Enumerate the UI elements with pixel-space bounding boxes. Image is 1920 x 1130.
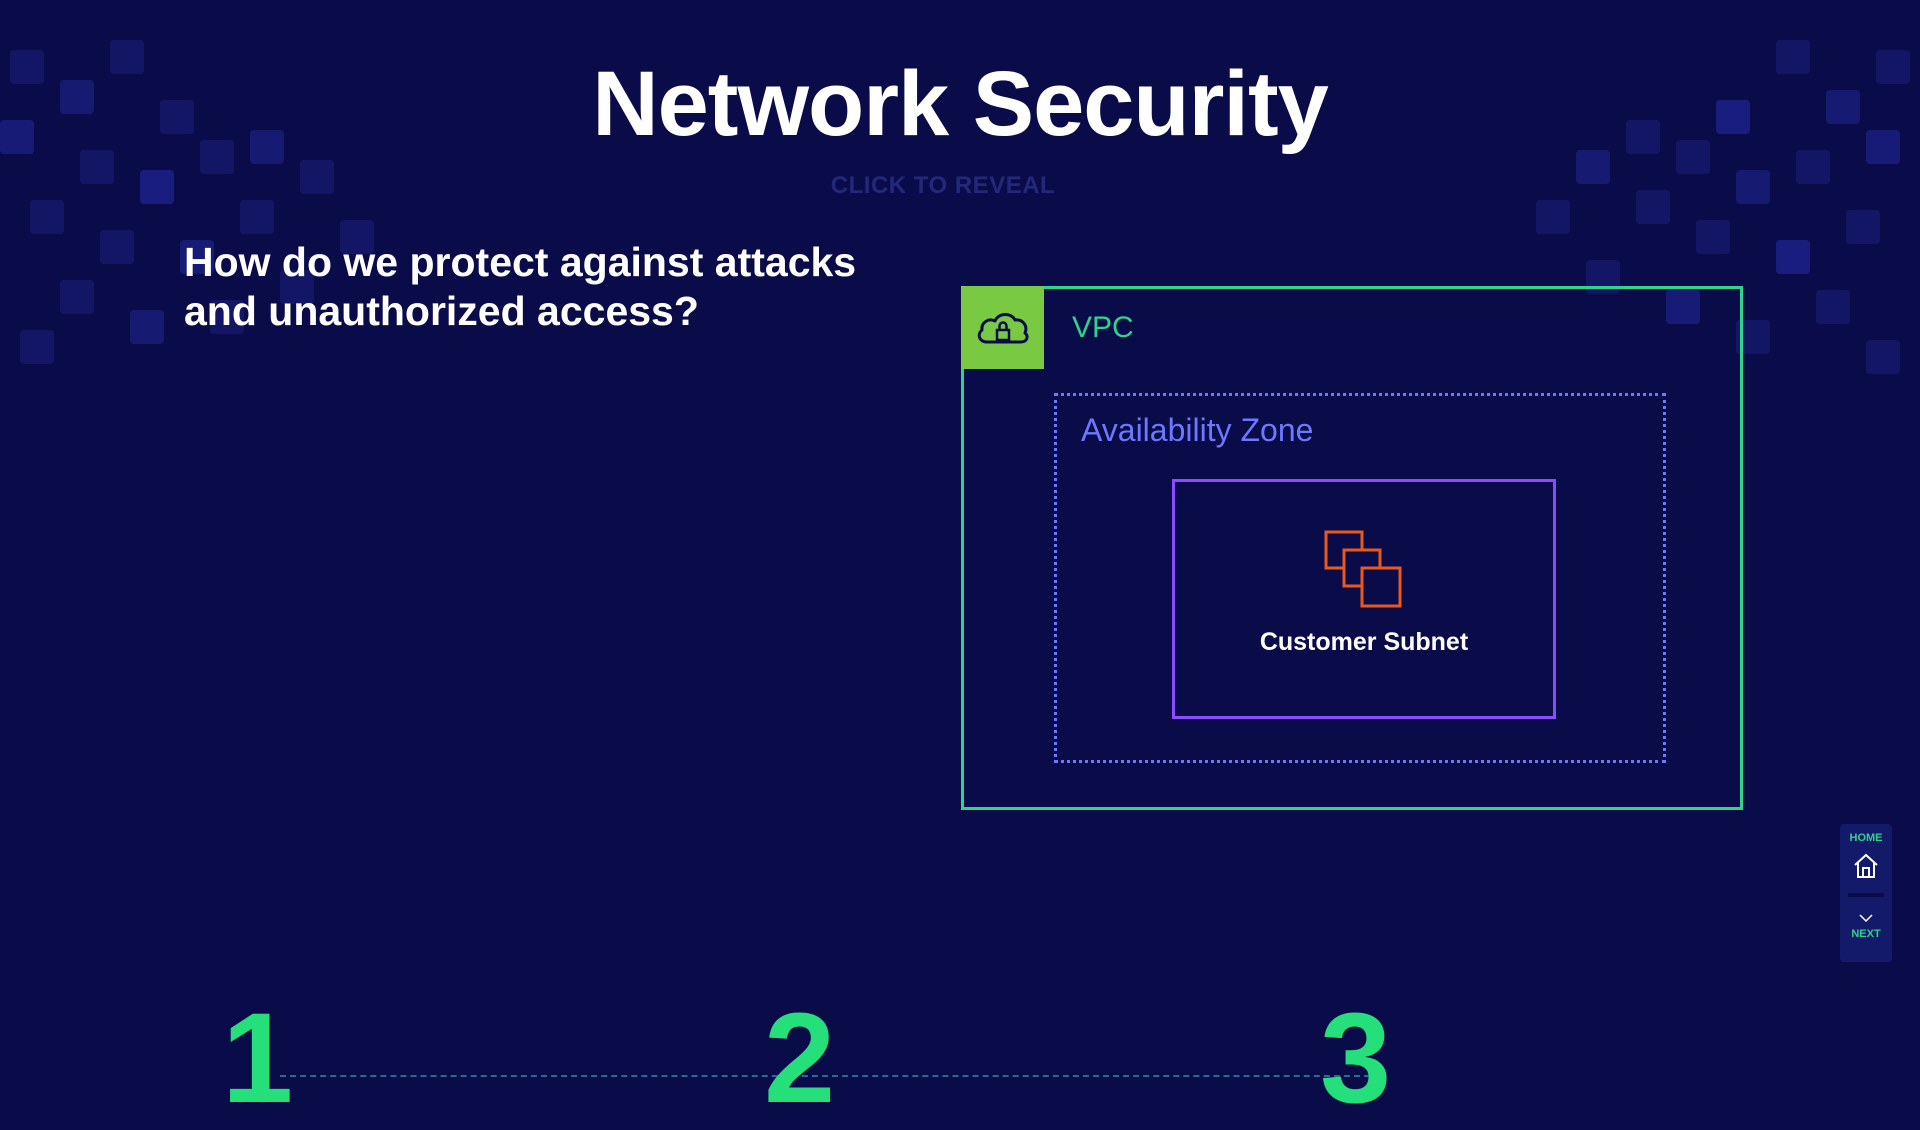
step-number-1[interactable]: 1 <box>222 987 294 1130</box>
next-button[interactable]: NEXT <box>1840 908 1892 958</box>
availability-zone-container: Availability Zone Customer Subnet <box>1054 393 1666 763</box>
customer-subnet-box: Customer Subnet <box>1172 479 1556 719</box>
steps-connector-line <box>280 1075 1370 1077</box>
home-button[interactable]: HOME <box>1840 832 1892 902</box>
question-text: How do we protect against attacks and un… <box>184 239 857 334</box>
subnet-instances-icon <box>1324 530 1404 615</box>
slide-navigation: HOME NEXT <box>1840 824 1892 962</box>
nav-divider <box>1848 893 1884 897</box>
click-to-reveal-button[interactable]: CLICK TO REVEAL <box>830 172 1056 199</box>
cloud-lock-icon <box>961 286 1044 369</box>
background-pattern-right <box>1500 40 1920 374</box>
vpc-label: VPC <box>1072 311 1134 344</box>
customer-subnet-label: Customer Subnet <box>1259 628 1469 656</box>
chevron-down-icon <box>1859 914 1873 923</box>
availability-zone-label: Availability Zone <box>1081 412 1314 448</box>
step-number-3[interactable]: 3 <box>1320 987 1392 1130</box>
next-label: NEXT <box>1851 928 1881 940</box>
home-label: HOME <box>1849 832 1883 844</box>
step-number-2[interactable]: 2 <box>764 987 836 1130</box>
background-pattern-left <box>0 40 420 370</box>
vpc-container: VPC Availability Zone Customer Subnet <box>961 286 1743 810</box>
home-icon <box>1854 853 1878 878</box>
page-title: Network Security <box>592 53 1329 155</box>
